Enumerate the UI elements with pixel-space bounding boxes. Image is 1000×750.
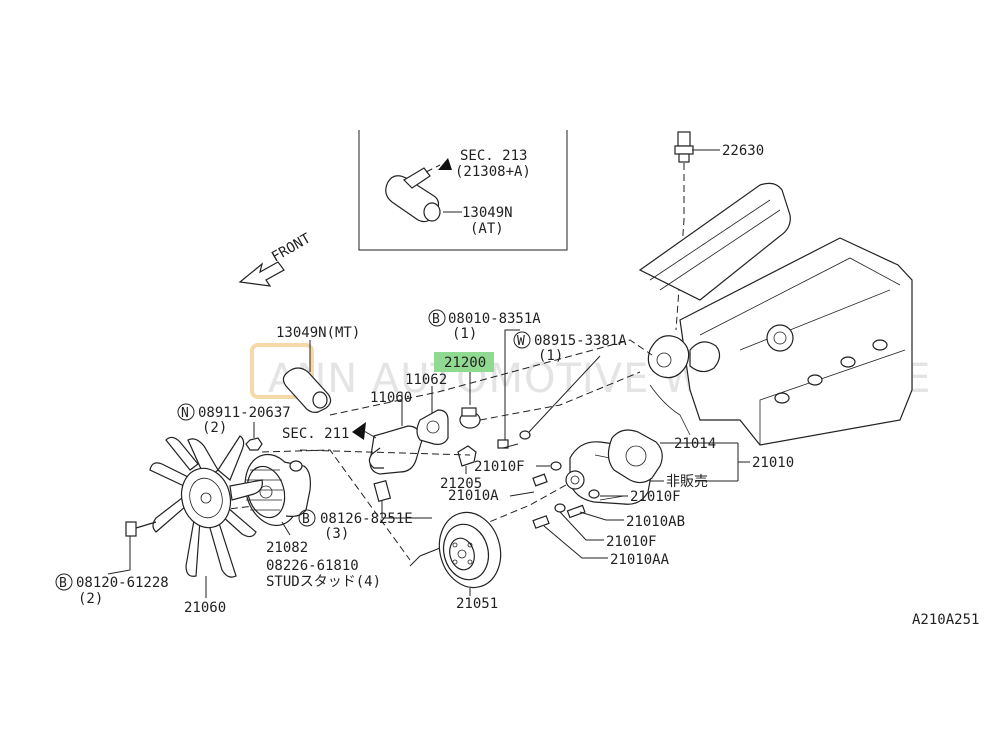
nut-08911-20637: N 08911-20637 (2) <box>177 403 291 451</box>
label-stud: STUDスタッド(4) <box>266 574 381 590</box>
label-21010f-c: 21010F <box>606 534 657 550</box>
label-21010f-b: 21010F <box>630 489 681 505</box>
highlight-21200 <box>434 352 494 372</box>
fan-clutch-21082: 21082 <box>244 453 311 556</box>
label-21010a: 21010A <box>448 488 499 504</box>
label-08226: 08226-61810 <box>266 558 359 574</box>
stud-08226-61810: 08226-61810 STUDスタッド(4) <box>266 547 441 590</box>
label-13049n-mt: 13049N(MT) <box>276 325 360 341</box>
fan-21060: 21060 <box>149 435 263 616</box>
label-hihanbai: 非販売 <box>666 474 708 490</box>
hose-13049n-mt: 13049N(MT) <box>276 325 360 413</box>
label-08911: 08911-20637 <box>198 405 291 421</box>
label-08010-qty: (1) <box>452 326 477 342</box>
inset-part-note: (AT) <box>470 221 504 237</box>
circle-letter-b1: B <box>432 312 440 327</box>
water-pump-21010: 21014 21010 非販売 <box>565 429 794 505</box>
front-indicator: FRONT <box>238 230 314 287</box>
label-21014: 21014 <box>674 436 716 452</box>
gasket-11062: 11062 <box>405 372 449 445</box>
circle-letter-b3: B <box>59 576 67 591</box>
pulley-21051: 21051 <box>438 511 502 612</box>
label-21010: 21010 <box>752 455 794 471</box>
label-21060: 21060 <box>184 600 226 616</box>
inset-box: SEC. 213 (21308+A) 13049N (AT) <box>358 130 568 251</box>
bolt-08120-61228: B 08120-61228 (2) <box>55 521 169 607</box>
label-11060: 11060 <box>370 390 412 406</box>
label-21051: 21051 <box>456 596 498 612</box>
thermostat-21200: 21200 <box>434 352 494 429</box>
label-21205: 21205 <box>440 476 482 492</box>
label-21082: 21082 <box>266 540 308 556</box>
label-08126-qty: (3) <box>324 526 349 542</box>
label-08120-qty: (2) <box>78 591 103 607</box>
pump-fasteners: 21010F 21010A 21010F 21010AB 21010F 2101… <box>448 459 685 568</box>
circle-letter-b2: B <box>302 512 310 527</box>
sec211-arrow-icon <box>352 422 366 440</box>
inset-part-no: 13049N <box>462 205 513 221</box>
bolt-08010-8351a: B 08010-8351A (1) <box>428 309 541 449</box>
inset-sec-ref: SEC. 213 <box>460 148 527 164</box>
label-22630: 22630 <box>722 143 764 159</box>
label-11062: 11062 <box>405 372 447 388</box>
label-sec211: SEC. 211 <box>282 426 349 442</box>
thermostat-housing-11060: 11060 SEC. 211 <box>282 390 423 475</box>
label-08911-qty: (2) <box>202 420 227 436</box>
front-label: FRONT <box>269 230 314 265</box>
bolt-08126-8251e: B 08126-8251E (3) <box>298 479 432 542</box>
label-08915-qty: (1) <box>538 348 563 364</box>
label-21010f-a: 21010F <box>474 459 525 475</box>
inset-sec-ref-part: (21308+A) <box>455 164 531 180</box>
label-21010ab: 21010AB <box>626 514 685 530</box>
label-21200: 21200 <box>444 355 486 371</box>
circle-letter-w1: W <box>517 334 525 349</box>
label-08010: 08010-8351A <box>448 311 541 327</box>
washer-08915-3381a: W 08915-3381A (1) <box>513 331 627 440</box>
label-08915: 08915-3381A <box>534 333 627 349</box>
circle-letter-n1: N <box>181 406 189 421</box>
arrow-icon <box>438 158 452 170</box>
diagram-code: A210A251 <box>912 612 979 628</box>
part-21205: 21205 <box>440 445 482 492</box>
sensor-22630: 22630 <box>674 131 764 331</box>
label-08126: 08126-8251E <box>320 511 413 527</box>
front-arrow-icon <box>238 261 285 287</box>
label-08120: 08120-61228 <box>76 575 169 591</box>
engine-block <box>638 182 913 446</box>
label-21010aa: 21010AA <box>610 552 670 568</box>
